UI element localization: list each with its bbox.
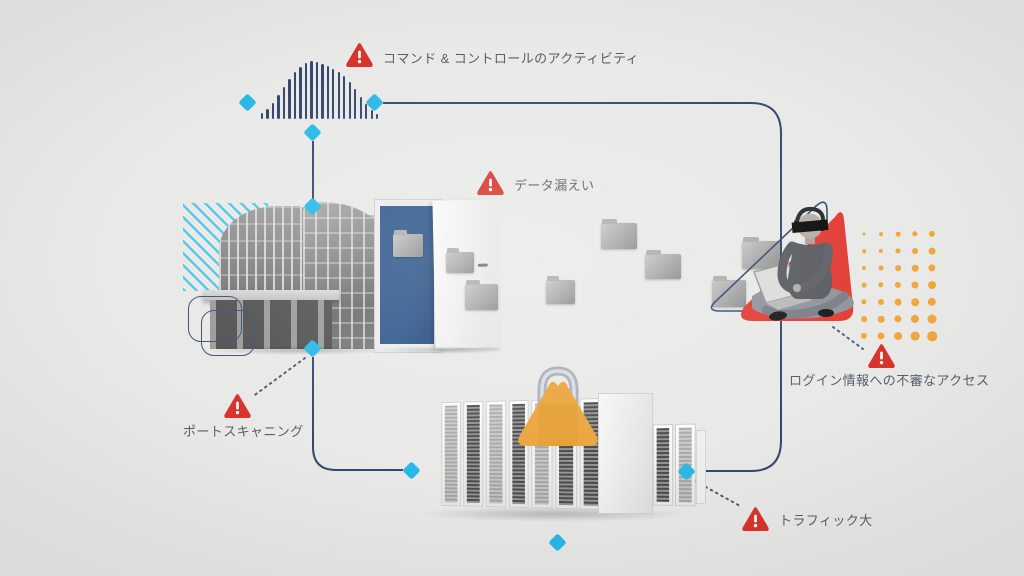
orange-dot <box>877 315 885 323</box>
orange-dot <box>878 282 884 288</box>
orange-dot <box>911 298 919 306</box>
server-cabinet-edge <box>696 430 706 504</box>
orange-dot <box>862 232 866 236</box>
orange-dot <box>894 298 902 306</box>
port-scanning-label: ポートスキャニング <box>183 424 304 439</box>
server-cabinet-white <box>598 393 653 514</box>
cloud-bar <box>359 97 362 119</box>
cloud-bar <box>293 72 297 119</box>
server-racks-photo <box>413 372 706 522</box>
cloud-bar <box>348 82 351 119</box>
orange-dot <box>910 331 920 341</box>
orange-dot <box>895 248 901 254</box>
orange-dot <box>927 331 937 341</box>
command-control-label: コマンド & コントロールのアクティビティ <box>383 51 640 66</box>
cloud-bar <box>326 66 329 119</box>
folder-icon <box>393 230 423 257</box>
data-leak-label: データ漏えい <box>514 178 595 193</box>
orange-dot <box>912 231 918 237</box>
orange-dot <box>928 264 936 272</box>
cloud-bar <box>337 72 340 119</box>
cloud-bar <box>299 67 302 119</box>
cloud-bar <box>304 63 308 119</box>
orange-dot <box>911 281 919 289</box>
orange-dot <box>860 332 868 340</box>
orange-dot <box>928 230 936 238</box>
orange-dot <box>894 315 902 323</box>
cloud-bar <box>321 64 324 119</box>
cloud-bar <box>310 61 313 119</box>
orange-dot <box>862 249 866 253</box>
orange-dot <box>877 332 885 340</box>
orange-dot <box>927 314 937 324</box>
censor-bar <box>791 219 829 234</box>
orange-dot <box>894 332 902 340</box>
cloud-bar <box>271 103 275 119</box>
dotted-line-port-scanning <box>251 357 306 398</box>
building-canopy <box>203 290 339 300</box>
credential-access-label: ログイン情報への不審なアクセス <box>789 373 990 388</box>
folder-icon <box>645 250 681 279</box>
cloud-bar <box>354 89 357 119</box>
folder-icon <box>712 276 746 307</box>
cloud-bar <box>376 114 379 119</box>
cloud-bar <box>365 104 368 119</box>
rounded-outline-decoration <box>201 310 255 356</box>
cloud-bar <box>332 69 335 119</box>
orange-dot <box>878 265 884 271</box>
cloud-bar <box>343 76 346 119</box>
hacker-person-photo <box>741 206 854 321</box>
high-traffic-alert-icon <box>742 507 769 531</box>
orange-dot <box>927 297 937 307</box>
cloud-bar <box>277 95 280 119</box>
orange-dot <box>895 265 901 271</box>
orange-dot <box>911 264 919 272</box>
orange-dot <box>894 281 902 289</box>
cloud-bar <box>370 110 373 119</box>
folder-icon <box>446 248 474 273</box>
orange-dot <box>928 281 936 289</box>
line-building-to-servers <box>312 357 403 471</box>
command-control-alert-icon <box>346 43 373 67</box>
orange-dot <box>910 314 920 324</box>
building-shadow <box>207 346 392 355</box>
dots-grid-decoration <box>856 226 942 346</box>
padlock-icon <box>518 366 598 446</box>
high-traffic-label: トラフィック大 <box>779 513 873 528</box>
folder-icon <box>546 276 575 304</box>
orange-dot <box>878 299 884 305</box>
orange-dot <box>861 299 867 305</box>
folder-icon <box>465 280 498 310</box>
cloud-bar <box>261 113 264 119</box>
orange-dot <box>861 282 867 288</box>
door-shadow <box>372 346 506 354</box>
orange-dot <box>879 232 883 236</box>
credential-access-alert-icon <box>868 344 895 368</box>
folder-icon <box>601 219 637 249</box>
cloud-bar <box>315 62 319 119</box>
orange-dot <box>928 247 936 255</box>
data-leak-alert-icon <box>477 171 504 195</box>
rounded-outline-decoration <box>188 296 242 342</box>
orange-dot <box>912 248 918 254</box>
orange-dot <box>878 248 884 254</box>
orange-dot <box>895 231 901 237</box>
headphones-icon <box>795 206 826 223</box>
blue-door <box>380 206 434 344</box>
orange-dot <box>861 265 867 271</box>
port-scanning-alert-icon <box>224 394 251 418</box>
cloud-waveform-icon <box>261 59 385 119</box>
orange-dot <box>861 316 867 322</box>
door-photo <box>372 197 506 354</box>
cloud-bar <box>266 109 269 119</box>
dotted-line-credential-access <box>832 326 864 350</box>
cloud-bar <box>288 79 291 119</box>
cloud-bar <box>282 87 286 119</box>
